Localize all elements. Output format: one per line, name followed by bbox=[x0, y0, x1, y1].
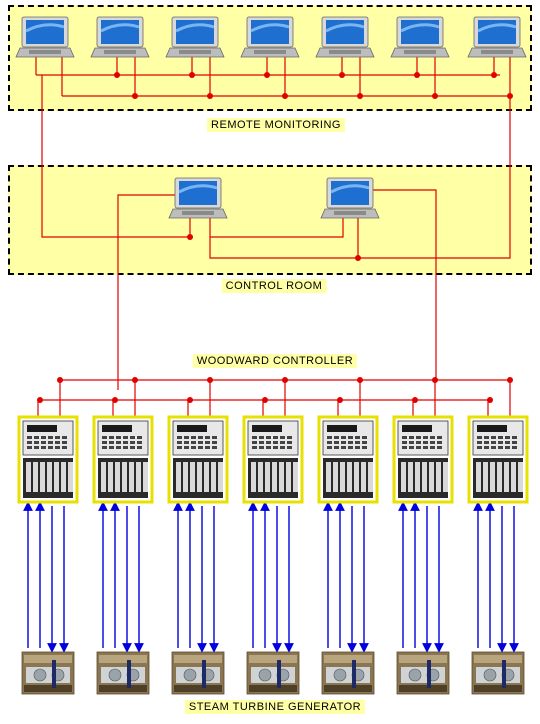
woodward-controller-label: WOODWARD CONTROLLER bbox=[192, 354, 358, 368]
network-junction bbox=[337, 397, 343, 403]
woodward-controller-3 bbox=[167, 415, 229, 504]
network-junction bbox=[414, 72, 420, 78]
network-junction bbox=[507, 93, 513, 99]
network-junction bbox=[339, 72, 345, 78]
network-junction bbox=[114, 72, 120, 78]
control-to-controller-right bbox=[372, 189, 437, 380]
remote-laptop-4 bbox=[240, 16, 300, 58]
network-junction bbox=[412, 397, 418, 403]
steam-turbine-generator-7 bbox=[471, 651, 525, 695]
remote-to-control-right bbox=[358, 96, 511, 259]
network-junction bbox=[189, 72, 195, 78]
steam-turbine-generator-3 bbox=[171, 651, 225, 695]
remote-laptop-5 bbox=[315, 16, 375, 58]
network-junction bbox=[282, 93, 288, 99]
steam-turbine-generator-4 bbox=[246, 651, 300, 695]
network-junction bbox=[487, 397, 493, 403]
network-junction bbox=[132, 377, 138, 383]
network-junction bbox=[432, 377, 438, 383]
network-junction bbox=[357, 377, 363, 383]
steam-turbine-generator-1 bbox=[21, 651, 75, 695]
woodward-controller-1 bbox=[17, 415, 79, 504]
network-cable bbox=[209, 217, 358, 259]
network-junction bbox=[187, 234, 193, 240]
network-junction bbox=[37, 397, 43, 403]
network-junction bbox=[357, 93, 363, 99]
control-to-controller-left bbox=[117, 194, 175, 390]
network-junction bbox=[491, 72, 497, 78]
network-cable bbox=[210, 217, 344, 238]
control-room-zone bbox=[8, 165, 532, 275]
woodward-controller-2 bbox=[92, 415, 154, 504]
network-junction bbox=[262, 397, 268, 403]
remote-laptop-7 bbox=[467, 16, 527, 58]
steam-turbine-generator-label: STEAM TURBINE GENERATOR bbox=[184, 700, 366, 714]
woodward-controller-7 bbox=[467, 415, 529, 504]
remote-laptop-6 bbox=[390, 16, 450, 58]
remote-to-control-left bbox=[41, 75, 190, 238]
network-junction bbox=[132, 93, 138, 99]
network-junction bbox=[207, 93, 213, 99]
network-junction bbox=[264, 72, 270, 78]
network-junction bbox=[187, 397, 193, 403]
network-junction bbox=[355, 255, 361, 261]
woodward-controller-5 bbox=[317, 415, 379, 504]
remote-laptop-1 bbox=[15, 16, 75, 58]
remote-monitoring-label: REMOTE MONITORING bbox=[207, 118, 345, 132]
network-junction bbox=[432, 93, 438, 99]
control-room-laptop-2 bbox=[320, 177, 380, 219]
woodward-controller-4 bbox=[242, 415, 304, 504]
woodward-controller-6 bbox=[392, 415, 454, 504]
network-junction bbox=[112, 397, 118, 403]
remote-laptop-3 bbox=[165, 16, 225, 58]
steam-turbine-generator-6 bbox=[396, 651, 450, 695]
control-room-label: CONTROL ROOM bbox=[221, 279, 327, 293]
network-junction bbox=[282, 377, 288, 383]
control-room-laptop-1 bbox=[168, 177, 228, 219]
remote-laptop-2 bbox=[90, 16, 150, 58]
network-junction bbox=[207, 377, 213, 383]
steam-turbine-generator-2 bbox=[96, 651, 150, 695]
network-junction bbox=[57, 377, 63, 383]
network-junction bbox=[507, 377, 513, 383]
steam-turbine-generator-5 bbox=[321, 651, 375, 695]
